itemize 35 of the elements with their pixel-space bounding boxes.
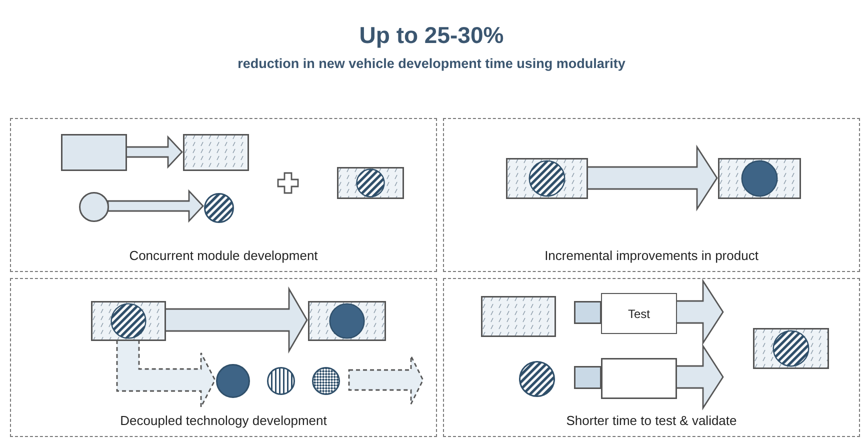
- rectangle: [601, 358, 677, 399]
- process-box: Test: [601, 293, 677, 334]
- block-arrow: [116, 339, 216, 408]
- circle: [79, 192, 109, 222]
- dashed-panel: [10, 278, 437, 437]
- hatched-rectangle: [183, 134, 249, 171]
- panel-caption: Shorter time to test & validate: [566, 413, 737, 428]
- filled-circle: [216, 364, 250, 398]
- striped-circle: [519, 361, 555, 397]
- dashed-panel: [443, 118, 860, 272]
- module-rectangle: [91, 301, 166, 341]
- checkered-circle: [312, 367, 340, 395]
- block-arrow: [675, 278, 724, 346]
- striped-circle: [267, 367, 295, 395]
- module-rectangle: [337, 167, 404, 199]
- block-arrow: [164, 286, 308, 354]
- module-rectangle: [506, 158, 588, 199]
- dashed-panel: [10, 118, 437, 272]
- striped-circle: [204, 193, 234, 223]
- title: Up to 25-30%: [359, 22, 504, 49]
- subtitle: reduction in new vehicle development time using modularity: [238, 56, 626, 71]
- block-arrow: [125, 135, 183, 169]
- module-rectangle: [753, 328, 829, 369]
- rectangle: [61, 134, 127, 171]
- panel-caption: Incremental improvements in product: [544, 248, 758, 263]
- dashed-panel: [443, 278, 860, 437]
- panel-caption: Decoupled technology development: [120, 413, 327, 428]
- module-rectangle: [718, 158, 801, 199]
- block-arrow: [348, 355, 424, 405]
- block-arrow: [586, 144, 718, 212]
- module-rectangle: [308, 301, 386, 341]
- block-arrow: [107, 189, 204, 223]
- block-arrow: [675, 344, 724, 410]
- hatched-rectangle: [481, 296, 556, 337]
- panel-caption: Concurrent module development: [129, 248, 318, 263]
